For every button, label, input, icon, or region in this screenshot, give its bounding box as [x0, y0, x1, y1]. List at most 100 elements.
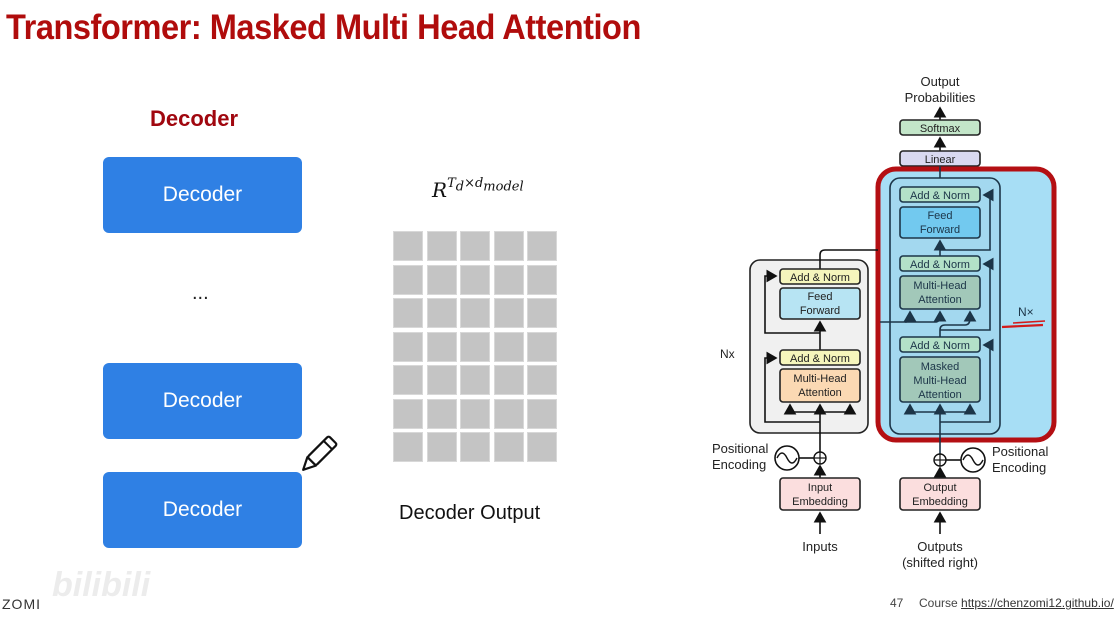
matrix-cell [460, 365, 490, 395]
decoder-output-matrix [393, 231, 557, 462]
matrix-cell [393, 298, 423, 328]
outputs-label-line1: Outputs [917, 539, 963, 554]
decoder-add-norm-1-label: Add & Norm [910, 190, 970, 202]
course-label: Course [919, 596, 958, 610]
slide-title: Transformer: Masked Multi Head Attention [6, 8, 641, 47]
encoder-feed-forward [779, 287, 861, 320]
bilibili-watermark: bilibili [52, 566, 151, 604]
matrix-cell [393, 398, 423, 429]
formula-base: R [432, 178, 448, 202]
matrix-cell [393, 432, 423, 462]
transformer-architecture-diagram: Output Probabilities Softmax Linear Add … [700, 60, 1116, 595]
matrix-cell [460, 298, 490, 328]
encoder-attention-line1: Multi-Head [793, 373, 846, 385]
formula-dmodel-sub: model [483, 179, 524, 195]
matrix-cell [527, 298, 557, 328]
matrix-cell [527, 432, 557, 462]
matrix-cell [527, 231, 557, 261]
decoder-cross-attention [899, 275, 981, 310]
matrix-dimension-formula: RTd×dmodel [432, 176, 524, 202]
formula-exp-t: T [447, 176, 456, 192]
matrix-cell [426, 432, 457, 462]
page-number: 47 [890, 596, 904, 610]
softmax-label: Softmax [920, 123, 961, 135]
softmax-block [899, 119, 981, 136]
ellipsis: ... [192, 282, 209, 304]
decoder-add-norm-2 [899, 255, 981, 272]
decoder-cross-attention-line1: Multi-Head [913, 280, 966, 292]
matrix-cell [460, 331, 490, 362]
output-embedding-line2: Embedding [912, 496, 968, 508]
formula-exp-d: d [455, 179, 465, 195]
matrix-cell [426, 331, 457, 362]
matrix-cell [460, 432, 490, 462]
decoder-add-norm-3 [899, 336, 981, 353]
decoder-cross-attention-line2: Attention [918, 294, 961, 306]
masked-multi-head-attention-block [899, 356, 981, 403]
matrix-cell [426, 398, 457, 429]
decoder-positional-encoding-line2: Encoding [992, 460, 1046, 475]
decoder-add-norm-1 [899, 186, 981, 203]
matrix-cell [527, 398, 557, 429]
zomi-watermark: ZOMI [2, 596, 41, 612]
inputs-label: Inputs [802, 539, 838, 554]
encoder-add-norm-top-label: Add & Norm [790, 272, 850, 284]
encoder-multi-head-attention [779, 368, 861, 403]
decoder-add-norm-3-label: Add & Norm [910, 340, 970, 352]
course-footer: Course https://chenzomi12.github.io/ [919, 596, 1114, 610]
encoder-nx-label: Nx [720, 347, 735, 361]
matrix-cell [426, 365, 457, 395]
decoder-heading: Decoder [150, 106, 239, 131]
red-pen-annotation [1001, 323, 1044, 329]
matrix-cell [393, 231, 423, 261]
output-embedding-block [899, 477, 981, 511]
encoder-add-norm-top [779, 268, 861, 285]
input-embedding-line1: Input [808, 482, 832, 494]
linear-label: Linear [925, 154, 956, 166]
decoder-nx-label: N× [1018, 305, 1034, 319]
decoder-block-3[interactable]: Decoder [103, 472, 302, 548]
matrix-cell [493, 365, 524, 395]
matrix-cell [460, 398, 490, 429]
input-embedding-block [779, 477, 861, 511]
matrix-cell [527, 264, 557, 295]
matrix-cell [493, 231, 524, 261]
formula-times: × [464, 176, 475, 192]
matrix-cell [527, 331, 557, 362]
decoder-block-1[interactable]: Decoder [103, 157, 302, 233]
matrix-cell [460, 264, 490, 295]
formula-dmodel: d [474, 176, 484, 192]
pencil-cursor-icon [296, 432, 340, 483]
masked-attention-line2: Multi-Head [913, 375, 966, 387]
output-embedding-line1: Output [923, 482, 956, 494]
encoder-positional-encoding-line2: Encoding [712, 457, 766, 472]
matrix-cell [426, 298, 457, 328]
matrix-cell [393, 365, 423, 395]
matrix-cell [426, 264, 457, 295]
encoder-feed-forward-line1: Feed [807, 291, 832, 303]
output-probabilities-line2: Probabilities [905, 90, 976, 105]
decoder-add-norm-2-label: Add & Norm [910, 259, 970, 271]
encoder-attention-line2: Attention [798, 387, 841, 399]
output-probabilities-line1: Output [920, 74, 959, 89]
decoder-feed-forward [899, 206, 981, 239]
decoder-output-caption: Decoder Output [399, 502, 541, 524]
matrix-cell [426, 231, 457, 261]
masked-attention-line1: Masked [921, 361, 960, 373]
matrix-cell [393, 331, 423, 362]
decoder-block-2[interactable]: Decoder [103, 363, 302, 439]
encoder-add-norm-bottom-label: Add & Norm [790, 353, 850, 365]
decoder-feed-forward-line1: Feed [927, 210, 952, 222]
encoder-positional-encoding-line1: Positional [712, 441, 768, 456]
course-link[interactable]: https://chenzomi12.github.io/ [961, 596, 1114, 610]
matrix-cell [393, 264, 423, 295]
decoder-feed-forward-line2: Forward [920, 224, 960, 236]
matrix-cell [460, 231, 490, 261]
decoder-positional-encoding-line1: Positional [992, 444, 1048, 459]
matrix-cell [493, 331, 524, 362]
input-embedding-line2: Embedding [792, 496, 848, 508]
matrix-cell [493, 264, 524, 295]
encoder-feed-forward-line2: Forward [800, 305, 840, 317]
matrix-cell [493, 398, 524, 429]
matrix-cell [493, 298, 524, 328]
